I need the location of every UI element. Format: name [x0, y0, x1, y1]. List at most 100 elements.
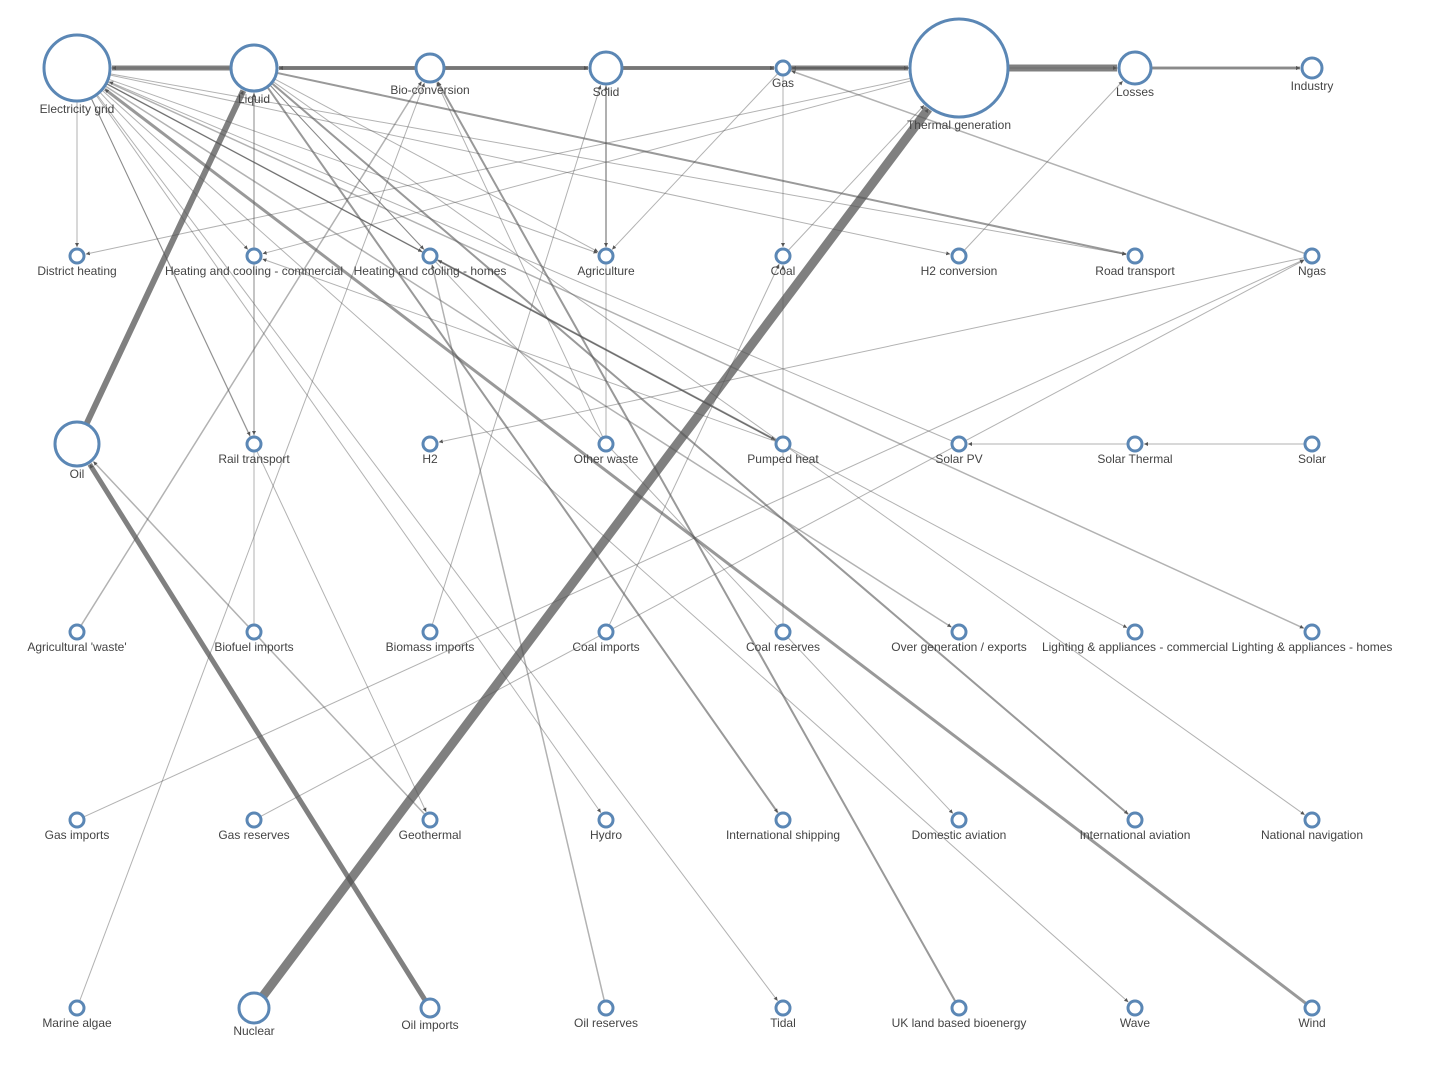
- node-circle[interactable]: [245, 247, 263, 265]
- node-circle[interactable]: [419, 997, 441, 1019]
- node-circle[interactable]: [421, 435, 439, 453]
- node-circle[interactable]: [1126, 435, 1144, 453]
- node-circle[interactable]: [1126, 999, 1144, 1017]
- node-district_heating[interactable]: District heating: [37, 247, 117, 278]
- node-international_shipping[interactable]: International shipping: [726, 811, 840, 842]
- node-geothermal[interactable]: Geothermal: [399, 811, 462, 842]
- node-circle[interactable]: [229, 43, 279, 93]
- node-circle[interactable]: [950, 623, 968, 641]
- node-circle[interactable]: [950, 811, 968, 829]
- node-circle[interactable]: [950, 435, 968, 453]
- node-lighting_homes[interactable]: Lighting & appliances - homes: [1232, 623, 1393, 654]
- node-circle[interactable]: [1303, 623, 1321, 641]
- node-circle[interactable]: [1303, 435, 1321, 453]
- node-road_transport[interactable]: Road transport: [1095, 247, 1175, 278]
- node-thermal_generation[interactable]: Thermal generation: [907, 17, 1011, 132]
- node-biomass_imports[interactable]: Biomass imports: [386, 623, 475, 654]
- node-uk_land_bioenergy[interactable]: UK land based bioenergy: [892, 999, 1027, 1030]
- node-circle[interactable]: [1303, 811, 1321, 829]
- link-h2_conversion-to-losses: [963, 80, 1124, 252]
- node-gas_reserves[interactable]: Gas reserves: [218, 811, 290, 842]
- node-circle[interactable]: [414, 52, 446, 84]
- node-circle[interactable]: [42, 33, 112, 103]
- node-circle[interactable]: [68, 811, 86, 829]
- node-circle[interactable]: [597, 811, 615, 829]
- node-ngas[interactable]: Ngas: [1298, 247, 1326, 278]
- link-electricity_grid-to-h2_conversion: [109, 74, 951, 256]
- node-bio_conversion[interactable]: Bio-conversion: [390, 52, 470, 97]
- node-other_waste[interactable]: Other waste: [574, 435, 639, 466]
- node-circle[interactable]: [245, 623, 263, 641]
- node-domestic_aviation[interactable]: Domestic aviation: [912, 811, 1007, 842]
- node-circle[interactable]: [950, 247, 968, 265]
- node-circle[interactable]: [421, 623, 439, 641]
- node-coal_reserves[interactable]: Coal reserves: [746, 623, 820, 654]
- node-marine_algae[interactable]: Marine algae: [42, 999, 112, 1030]
- node-oil[interactable]: Oil: [53, 420, 101, 481]
- node-circle[interactable]: [774, 811, 792, 829]
- node-circle[interactable]: [68, 623, 86, 641]
- node-over_generation[interactable]: Over generation / exports: [891, 623, 1027, 654]
- node-circle[interactable]: [1126, 247, 1144, 265]
- node-nuclear[interactable]: Nuclear: [233, 991, 275, 1038]
- node-circle[interactable]: [950, 999, 968, 1017]
- node-circle[interactable]: [68, 247, 86, 265]
- node-solid[interactable]: Solid: [588, 50, 624, 99]
- node-national_navigation[interactable]: National navigation: [1261, 811, 1363, 842]
- node-circle[interactable]: [774, 59, 792, 77]
- link-thermal_generation-to-heating_commercial: [262, 80, 912, 255]
- node-electricity_grid[interactable]: Electricity grid: [40, 33, 115, 116]
- node-circle[interactable]: [68, 999, 86, 1017]
- node-hydro[interactable]: Hydro: [590, 811, 622, 842]
- node-circle[interactable]: [1126, 623, 1144, 641]
- node-coal_imports[interactable]: Coal imports: [572, 623, 640, 654]
- node-coal[interactable]: Coal: [771, 247, 796, 278]
- node-solar_pv[interactable]: Solar PV: [935, 435, 983, 466]
- node-circle[interactable]: [774, 435, 792, 453]
- node-circle[interactable]: [597, 247, 615, 265]
- node-circle[interactable]: [908, 17, 1010, 119]
- node-circle[interactable]: [1126, 811, 1144, 829]
- node-biofuel_imports[interactable]: Biofuel imports: [214, 623, 294, 654]
- node-losses[interactable]: Losses: [1116, 50, 1154, 99]
- node-circle[interactable]: [245, 435, 263, 453]
- node-h2_conversion[interactable]: H2 conversion: [921, 247, 998, 278]
- node-circle[interactable]: [53, 420, 101, 468]
- node-circle[interactable]: [1303, 999, 1321, 1017]
- node-agriculture[interactable]: Agriculture: [577, 247, 635, 278]
- node-circle[interactable]: [421, 247, 439, 265]
- node-gas_imports[interactable]: Gas imports: [45, 811, 110, 842]
- node-solar_thermal[interactable]: Solar Thermal: [1097, 435, 1173, 466]
- node-label: Rail transport: [218, 452, 290, 466]
- node-lighting_commercial[interactable]: Lighting & appliances - commercial: [1042, 623, 1228, 654]
- node-circle[interactable]: [774, 247, 792, 265]
- node-oil_reserves[interactable]: Oil reserves: [574, 999, 638, 1030]
- node-oil_imports[interactable]: Oil imports: [401, 997, 459, 1032]
- node-solar[interactable]: Solar: [1298, 435, 1326, 466]
- node-wind[interactable]: Wind: [1298, 999, 1326, 1030]
- node-circle[interactable]: [588, 50, 624, 86]
- node-pumped_heat[interactable]: Pumped heat: [747, 435, 819, 466]
- node-industry[interactable]: Industry: [1291, 56, 1334, 93]
- node-circle[interactable]: [245, 811, 263, 829]
- node-gas[interactable]: Gas: [772, 59, 794, 90]
- node-circle[interactable]: [597, 435, 615, 453]
- node-heating_homes[interactable]: Heating and cooling - homes: [354, 247, 507, 278]
- node-circle[interactable]: [1300, 56, 1324, 80]
- node-circle[interactable]: [1117, 50, 1153, 86]
- node-liquid[interactable]: Liquid: [229, 43, 279, 106]
- node-tidal[interactable]: Tidal: [770, 999, 796, 1030]
- node-circle[interactable]: [237, 991, 271, 1025]
- node-agricultural_waste[interactable]: Agricultural 'waste': [27, 623, 127, 654]
- node-rail_transport[interactable]: Rail transport: [218, 435, 290, 466]
- node-circle[interactable]: [597, 999, 615, 1017]
- node-h2[interactable]: H2: [421, 435, 439, 466]
- node-circle[interactable]: [597, 623, 615, 641]
- node-circle[interactable]: [774, 999, 792, 1017]
- node-international_aviation[interactable]: International aviation: [1080, 811, 1191, 842]
- node-circle[interactable]: [1303, 247, 1321, 265]
- node-wave[interactable]: Wave: [1120, 999, 1151, 1030]
- node-circle[interactable]: [421, 811, 439, 829]
- node-heating_commercial[interactable]: Heating and cooling - commercial: [165, 247, 343, 278]
- node-circle[interactable]: [774, 623, 792, 641]
